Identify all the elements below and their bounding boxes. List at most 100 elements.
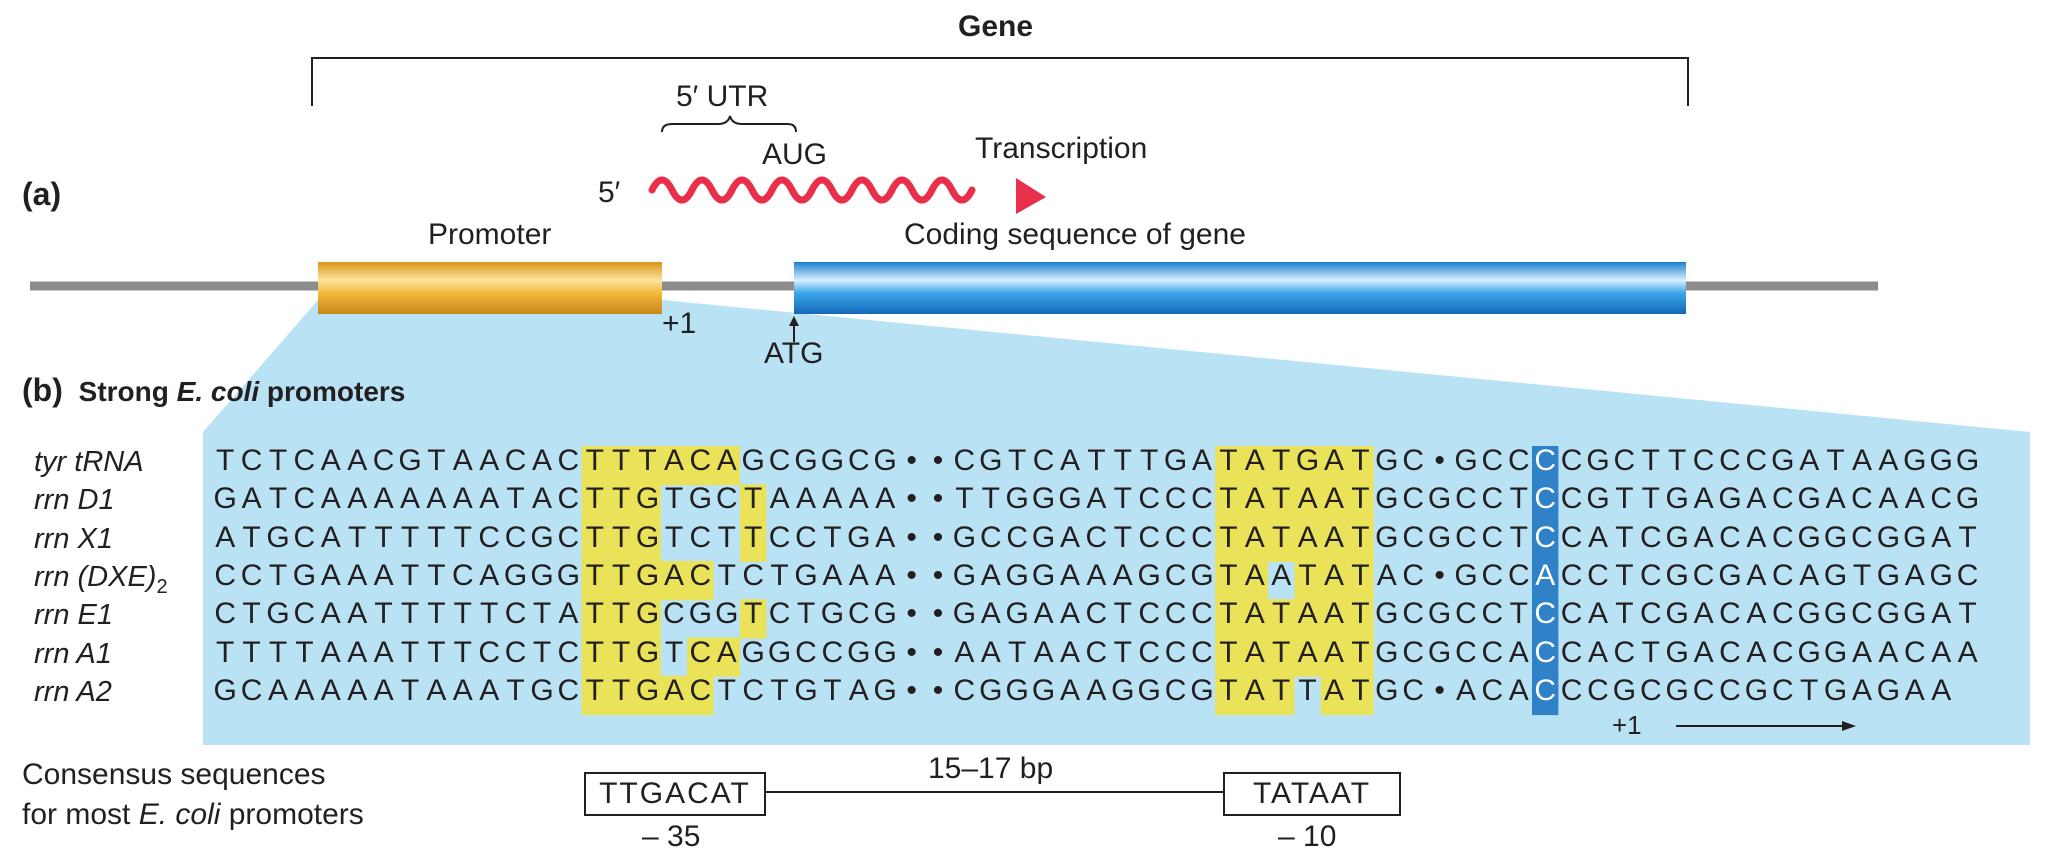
nucleotide: G <box>1005 597 1029 631</box>
nucleotide: A <box>1904 482 1925 516</box>
nucleotide: A <box>320 520 341 554</box>
consensus-highlight <box>581 560 714 601</box>
nucleotide: C <box>1138 482 1161 516</box>
nucleotide: G <box>1005 558 1029 592</box>
nucleotide: C <box>1085 520 1108 554</box>
nucleotide: A <box>1297 597 1318 631</box>
nucleotide: C <box>1719 673 1741 707</box>
nucleotide: A <box>1086 558 1107 592</box>
nucleotide: A <box>320 558 341 592</box>
nucleotide: T <box>1298 673 1317 707</box>
nucleotide: G <box>1823 520 1848 554</box>
gap-dot: • <box>932 482 944 516</box>
nucleotide: G <box>1454 558 1478 592</box>
nucleotide: G <box>213 482 237 516</box>
nucleotide: C <box>1560 520 1583 554</box>
nucleotide: T <box>427 520 446 554</box>
nucleotide: A <box>980 635 1001 669</box>
nucleotide: C <box>1402 482 1425 516</box>
consensus-highlight <box>581 522 661 562</box>
consensus-line2-post: promoters <box>220 798 364 831</box>
nucleotide: T <box>216 444 235 477</box>
nucleotide: A <box>1931 635 1952 669</box>
nucleotide: T <box>744 482 763 516</box>
row-name-text: rrn E1 <box>34 599 113 632</box>
nucleotide: A <box>1851 444 1872 477</box>
nucleotide: G <box>1929 558 1953 592</box>
nucleotide: A <box>1878 635 1899 669</box>
nucleotide: C <box>1138 635 1161 669</box>
nucleotide: C <box>240 558 263 592</box>
nucleotide: A <box>1878 444 1899 477</box>
row-name-subscript: 2 <box>156 575 168 598</box>
nucleotide: C <box>1164 635 1187 669</box>
nucleotide: A <box>1904 558 1925 592</box>
nucleotide: G <box>952 597 977 631</box>
nucleotide: T <box>1113 597 1132 631</box>
nucleotide: C <box>372 444 395 477</box>
coding-sequence-label: Coding sequence of gene <box>904 218 1246 251</box>
nucleotide: T <box>268 482 288 516</box>
start-site-highlight <box>1532 484 1559 524</box>
nucleotide: A <box>452 673 473 707</box>
nucleotide: C <box>1138 520 1161 554</box>
nucleotide: A <box>1508 673 1529 707</box>
nucleotide: G <box>556 558 581 592</box>
nucleotide: A <box>1904 673 1925 707</box>
consensus-highlight <box>740 599 767 639</box>
nucleotide: T <box>453 520 472 554</box>
nucleotide: C <box>1006 520 1029 554</box>
nucleotide: G <box>1665 558 1689 592</box>
nucleotide: T <box>981 482 1000 516</box>
consensus-highlight <box>1215 484 1374 524</box>
transcription-label: Transcription <box>975 132 1148 165</box>
nucleotide: G <box>1665 597 1689 631</box>
nucleotide: T <box>1852 558 1872 592</box>
start-site-highlight <box>1532 637 1559 677</box>
nucleotide: G <box>741 444 765 477</box>
minus35-label: – 35 <box>642 820 701 853</box>
nucleotide: G <box>820 444 845 477</box>
nucleotide: G <box>635 673 660 707</box>
nucleotide: C <box>953 673 976 707</box>
nucleotide: T <box>1113 444 1132 477</box>
plus1-label-b: +1 <box>1612 710 1642 740</box>
nucleotide: T <box>1958 597 1977 631</box>
nucleotide: G <box>266 597 290 631</box>
nucleotide: G <box>1718 558 1742 592</box>
nucleotide: G <box>1375 482 1399 516</box>
nucleotide: A <box>1878 482 1899 516</box>
consensus-line1: Consensus sequences <box>22 758 326 791</box>
nucleotide: C <box>1692 444 1715 477</box>
nucleotide: C <box>1560 482 1583 516</box>
nucleotide: T <box>1008 444 1027 477</box>
nucleotide: C <box>1560 635 1583 669</box>
nucleotide: G <box>1137 558 1161 592</box>
panel-b-title-italic: E. coli <box>176 376 260 407</box>
nucleotide: C <box>240 673 263 707</box>
direction-arrowhead <box>1842 721 1856 731</box>
nucleotide: C <box>1402 520 1425 554</box>
nucleotide: A <box>320 482 341 516</box>
nucleotide: G <box>952 558 977 592</box>
nucleotide: C <box>847 444 870 477</box>
nucleotide: A <box>1297 635 1318 669</box>
nucleotide: A <box>1746 597 1767 631</box>
nucleotide: A <box>320 444 341 477</box>
gap-dot: • <box>932 558 944 592</box>
gap-dot: • <box>906 520 917 554</box>
nucleotide: C <box>1719 635 1741 669</box>
nucleotide: C <box>1613 444 1636 477</box>
nucleotide: A <box>1244 558 1265 592</box>
nucleotide: G <box>979 444 1003 477</box>
nucleotide: C <box>1481 520 1504 554</box>
nucleotide: C <box>504 635 527 669</box>
nucleotide: T <box>295 635 314 669</box>
nucleotide: C <box>1851 482 1873 516</box>
nucleotide: C <box>1534 635 1557 669</box>
consensus-highlight <box>1215 522 1374 562</box>
nucleotide: A <box>1693 520 1714 554</box>
nucleotide: A <box>1112 558 1133 592</box>
gap-dot: • <box>1434 558 1445 592</box>
nucleotide: C <box>1138 597 1161 631</box>
